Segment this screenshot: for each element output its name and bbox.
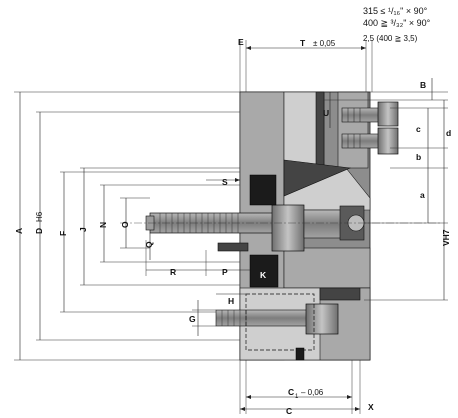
clamping-bolts bbox=[341, 101, 399, 155]
left-dimensions: A D H6 F J N O Q bbox=[14, 91, 240, 361]
lower-pin bbox=[319, 287, 361, 301]
label-H6: H6 bbox=[35, 211, 44, 222]
label-T-tolerance: ± 0,05 bbox=[313, 39, 336, 48]
label-c: c bbox=[416, 124, 421, 134]
label-U: U bbox=[323, 108, 329, 118]
label-J: J bbox=[78, 227, 88, 232]
label-G: G bbox=[189, 314, 196, 324]
right-dimensions: B U c b d a VH7 bbox=[323, 78, 451, 301]
label-a: a bbox=[420, 190, 425, 200]
label-F: F bbox=[58, 231, 68, 236]
label-b: b bbox=[416, 152, 421, 162]
label-A: A bbox=[14, 228, 24, 234]
label-O: O bbox=[120, 221, 130, 228]
label-E: E bbox=[238, 37, 244, 47]
label-VH7: VH7 bbox=[441, 229, 451, 246]
label-Q: Q bbox=[144, 241, 154, 248]
label-T: T bbox=[300, 38, 306, 48]
label-C: C bbox=[286, 406, 292, 416]
label-K: K bbox=[260, 270, 267, 280]
label-C1-sub: 1 bbox=[295, 394, 299, 400]
seal-block bbox=[249, 174, 277, 206]
top-dimensions: E T ± 0,05 2,5 (400 ≧ 3,5) bbox=[238, 34, 418, 92]
chamfer-note-315: 315 ≤ ¹/₁₆" × 90° bbox=[363, 6, 428, 16]
label-D: D bbox=[34, 228, 44, 234]
label-S: S bbox=[222, 177, 228, 187]
label-C1: C bbox=[288, 387, 294, 397]
bottom-dimensions: C 1 – 0,06 C X bbox=[239, 360, 374, 416]
label-B: B bbox=[420, 80, 426, 90]
hidden-outline bbox=[245, 293, 315, 351]
lower-bolt bbox=[215, 303, 339, 335]
label-N: N bbox=[98, 222, 108, 228]
label-R: R bbox=[170, 267, 176, 277]
bottom-plug bbox=[295, 347, 305, 361]
label-chamfer-value: 2,5 (400 ≧ 3,5) bbox=[363, 34, 418, 43]
pin bbox=[217, 242, 249, 252]
label-C1-tolerance: – 0,06 bbox=[301, 388, 324, 397]
inner-dimensions: S R P K H G bbox=[145, 177, 267, 336]
chamfer-note-400: 400 ≧ ³/₃₂" × 90° bbox=[363, 18, 431, 28]
label-H: H bbox=[228, 296, 234, 306]
k-block bbox=[249, 254, 279, 288]
label-d: d bbox=[446, 128, 451, 138]
label-P: P bbox=[222, 267, 228, 277]
label-X: X bbox=[368, 402, 374, 412]
